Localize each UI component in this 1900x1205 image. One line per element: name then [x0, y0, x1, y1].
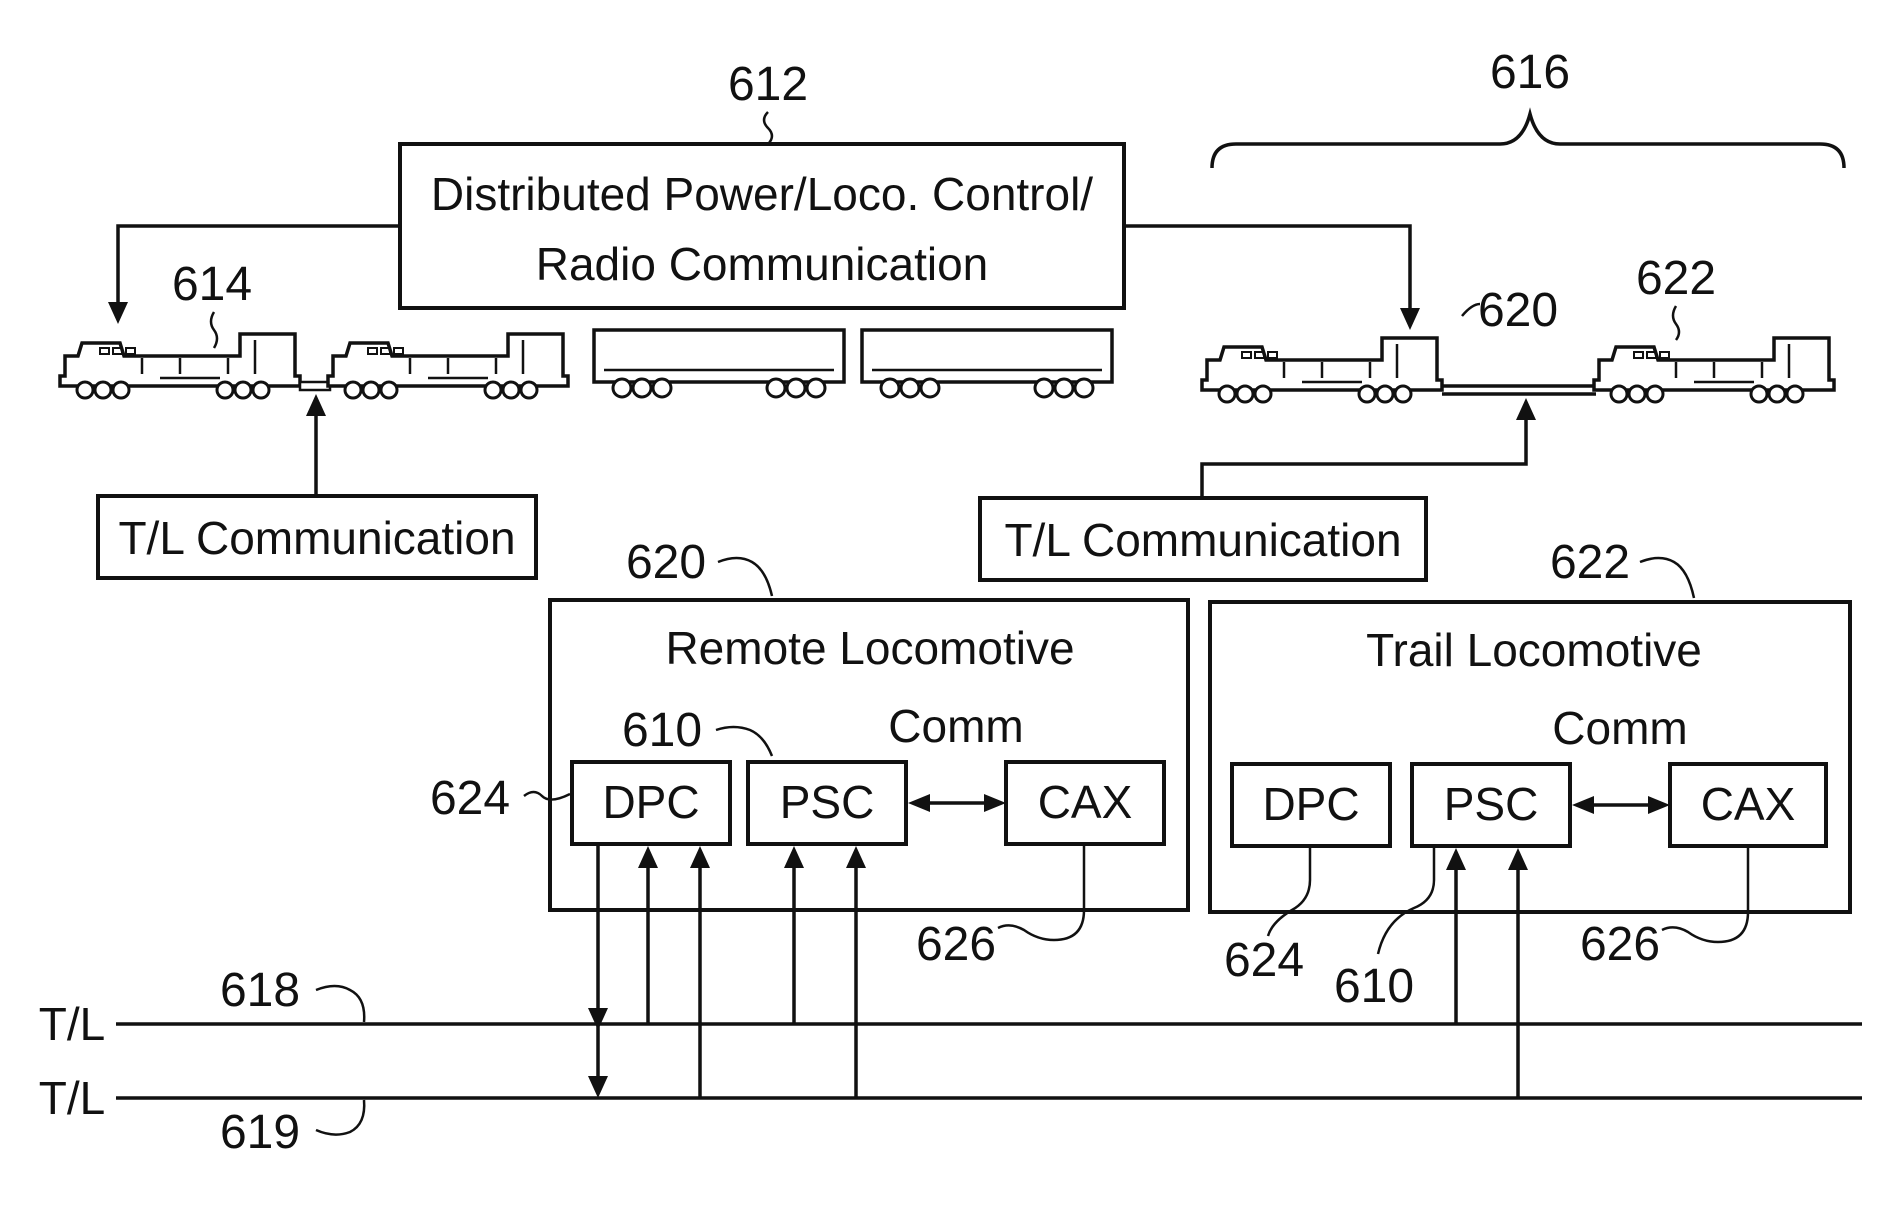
ref-624-remote: 624	[430, 772, 510, 825]
arrow-to-lead-loco	[118, 226, 400, 310]
trail-locomotive-title: Trail Locomotive	[1366, 624, 1702, 676]
arrow-tl-right	[1202, 412, 1526, 498]
ref-619: 619	[220, 1106, 300, 1159]
ref-610-remote: 610	[622, 704, 702, 757]
trail-cax: CAX	[1701, 778, 1796, 830]
leader-622	[1640, 558, 1694, 598]
remote-locomotive	[1202, 338, 1442, 402]
trail-locomotive	[1594, 338, 1834, 402]
arrowhead-remote-dpc-upper	[588, 1008, 608, 1030]
remote-locomotive-title: Remote Locomotive	[665, 622, 1074, 674]
arrow-to-remote-loco	[1124, 226, 1410, 316]
remote-comm-label: Comm	[888, 700, 1023, 752]
rail-car-2	[862, 330, 1112, 397]
ref-626-remote: 626	[916, 918, 996, 971]
trail-psc: PSC	[1444, 778, 1539, 830]
distributed-power-line1: Distributed Power/Loco. Control/	[431, 168, 1093, 220]
leader-618	[316, 986, 364, 1022]
ref-622: 622	[1550, 536, 1630, 589]
tl-lower-label: T/L	[39, 1072, 105, 1124]
tl-upper-label: T/L	[39, 998, 105, 1050]
ref-614: 614	[172, 258, 252, 311]
ref-610-trail: 610	[1334, 960, 1414, 1013]
leader-620	[718, 558, 772, 596]
arrowhead-remote	[1400, 308, 1420, 330]
ref-620-loco: 620	[1478, 284, 1558, 337]
leader-612	[764, 112, 772, 144]
arrowhead-tl-right	[1516, 398, 1536, 420]
ref-626-trail: 626	[1580, 918, 1660, 971]
rail-car-1	[594, 330, 844, 397]
second-locomotive	[328, 334, 568, 398]
brace-616	[1212, 114, 1844, 168]
leader-619	[316, 1100, 364, 1135]
leader-614	[211, 312, 217, 348]
ref-620: 620	[626, 536, 706, 589]
remote-cax: CAX	[1038, 776, 1133, 828]
leader-622-loco	[1673, 306, 1679, 340]
ref-612: 612	[728, 58, 808, 111]
coupler-1	[300, 382, 330, 390]
arrowhead-remote-dpc-lower	[588, 1076, 608, 1098]
ref-618: 618	[220, 964, 300, 1017]
arrowhead-tl-left	[306, 394, 326, 416]
remote-dpc: DPC	[602, 776, 699, 828]
arrowhead-lead	[108, 302, 128, 324]
trail-dpc: DPC	[1262, 778, 1359, 830]
lead-locomotive	[60, 334, 300, 398]
ref-622-loco: 622	[1636, 252, 1716, 305]
trail-comm-label: Comm	[1552, 702, 1687, 754]
tl-communication-right: T/L Communication	[1004, 514, 1401, 566]
distributed-power-line2: Radio Communication	[536, 238, 989, 290]
ref-624-trail: 624	[1224, 934, 1304, 987]
tl-communication-left: T/L Communication	[118, 512, 515, 564]
remote-psc: PSC	[780, 776, 875, 828]
ref-616: 616	[1490, 46, 1570, 99]
